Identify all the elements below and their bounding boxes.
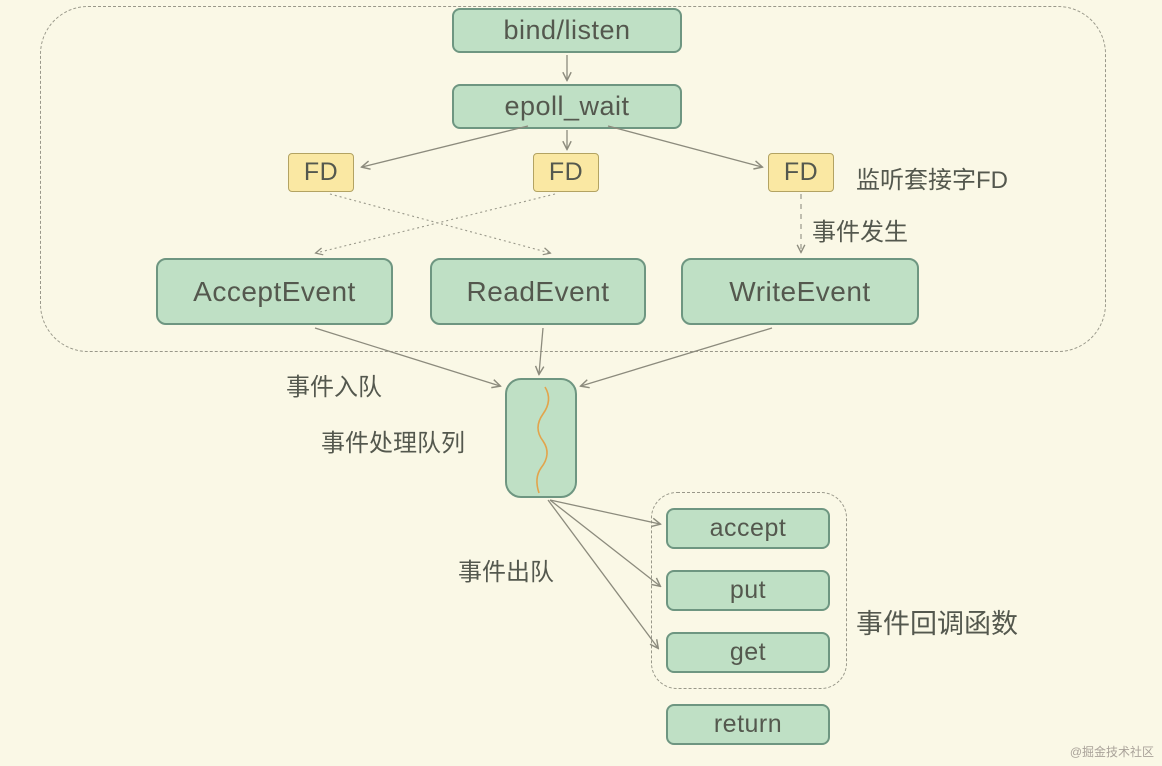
node-write-event: WriteEvent — [681, 258, 919, 325]
label-event-occur: 事件发生 — [812, 219, 908, 246]
node-fd-3: FD — [768, 153, 834, 192]
node-read-event: ReadEvent — [430, 258, 646, 325]
node-return: return — [666, 704, 830, 745]
node-cb-accept: accept — [666, 508, 830, 549]
label-event-queue: 事件处理队列 — [321, 430, 465, 457]
node-event-queue — [505, 378, 577, 498]
node-accept-event: AcceptEvent — [156, 258, 393, 325]
node-bind-listen: bind/listen — [452, 8, 682, 53]
node-cb-put: put — [666, 570, 830, 611]
node-epoll-wait: epoll_wait — [452, 84, 682, 129]
edge-queue-get — [547, 499, 658, 648]
edge-queue-put — [549, 499, 660, 586]
label-event-dequeue: 事件出队 — [458, 559, 554, 586]
watermark: @掘金技术社区 — [1069, 745, 1154, 759]
node-fd-2: FD — [533, 153, 599, 192]
label-event-enqueue: 事件入队 — [286, 374, 382, 401]
edge-queue-accept — [549, 499, 660, 524]
node-cb-get: get — [666, 632, 830, 673]
group-epoll-container — [40, 6, 1106, 352]
label-event-callbacks: 事件回调函数 — [856, 609, 1018, 639]
label-listen-socket-fd: 监听套接字FD — [856, 167, 1008, 194]
node-fd-1: FD — [288, 153, 354, 192]
